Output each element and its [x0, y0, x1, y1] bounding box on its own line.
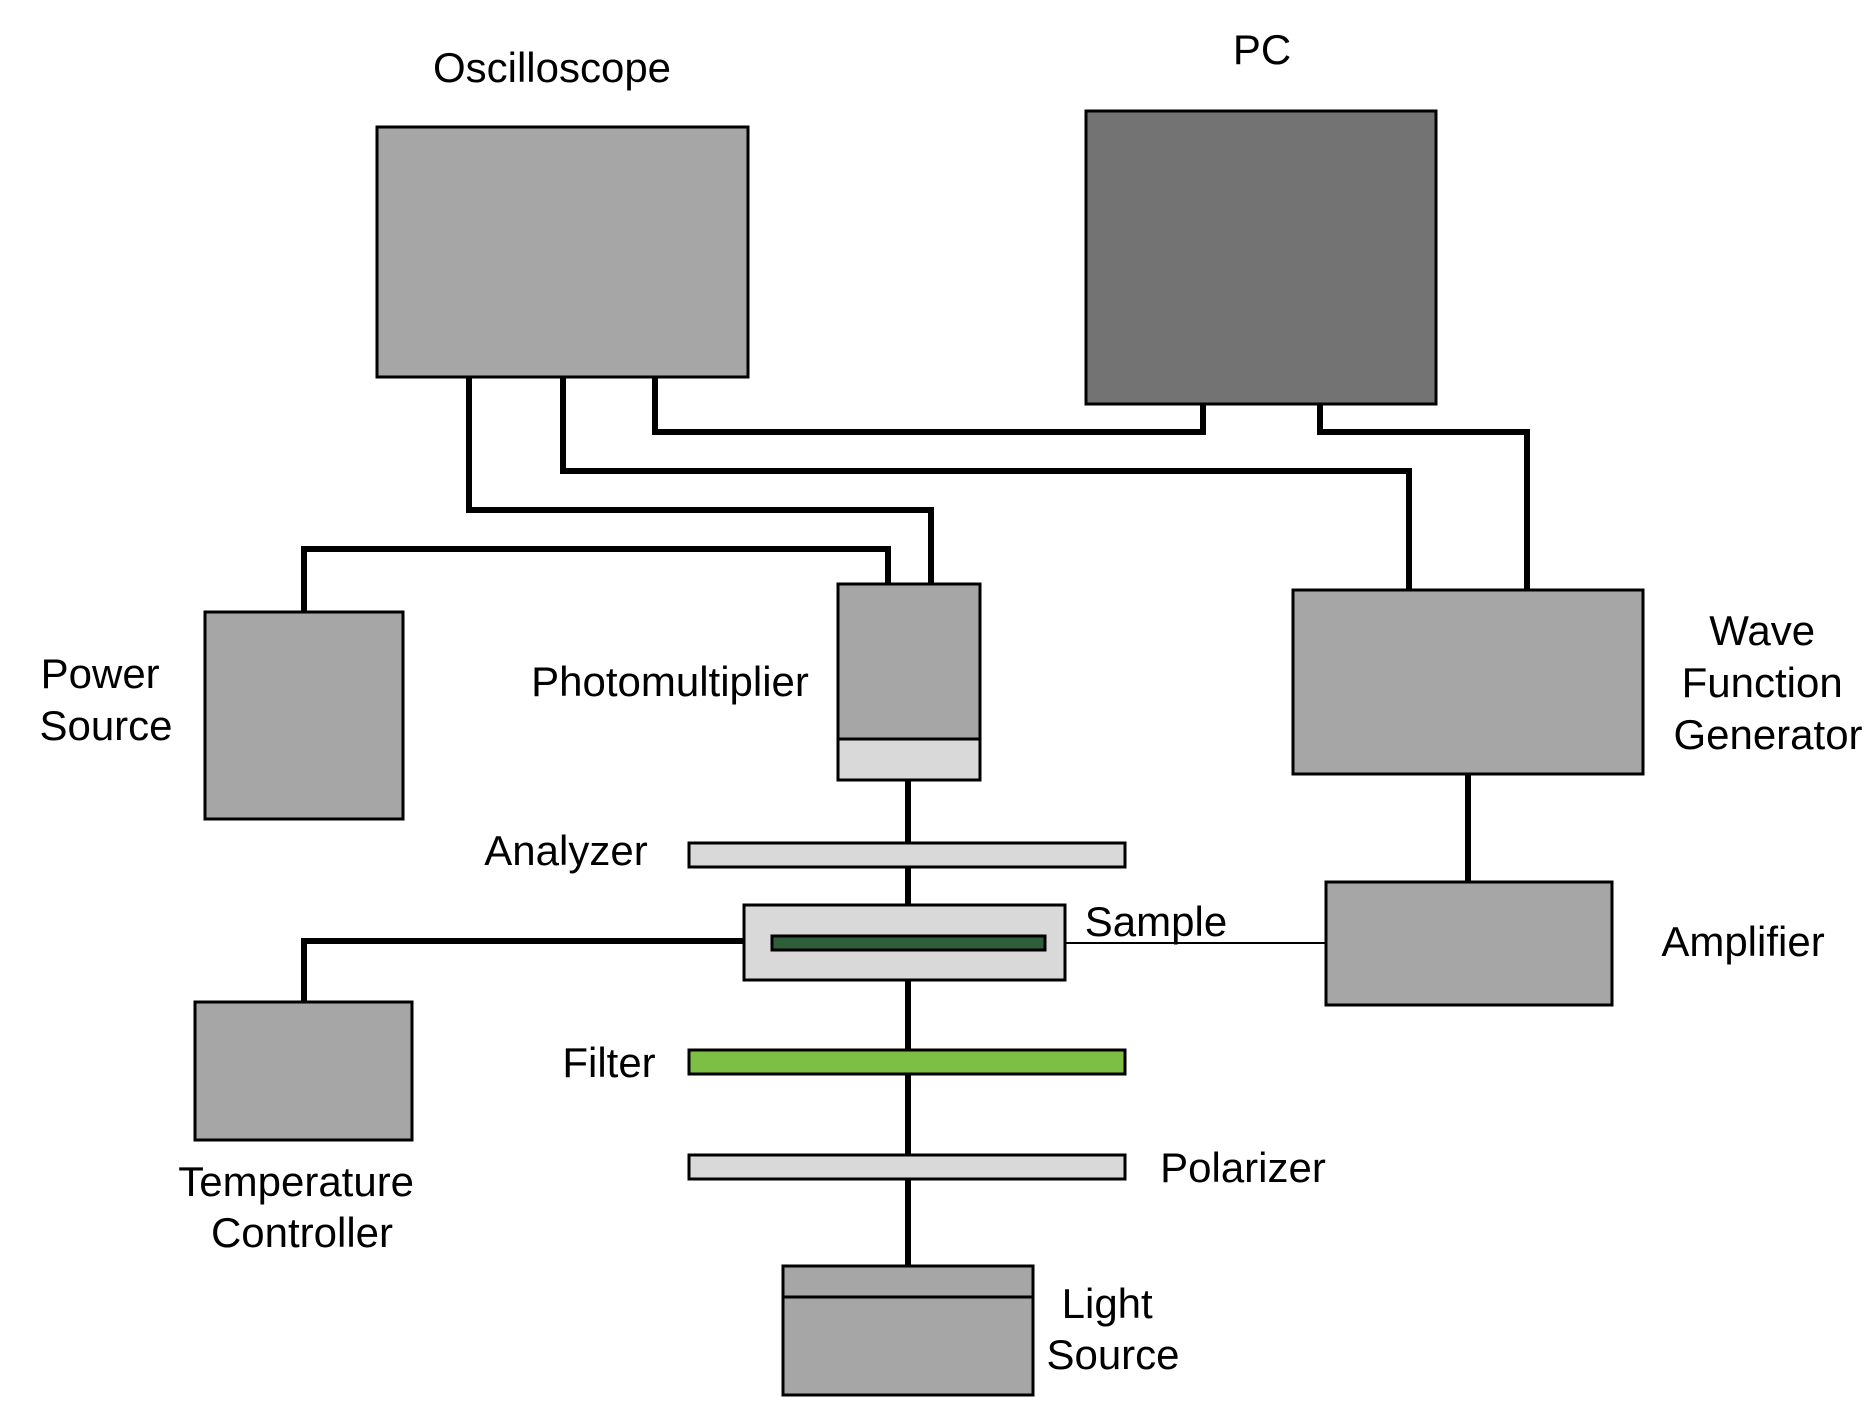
photomultiplier-label: Photomultiplier — [531, 658, 809, 705]
light-source-label-line-1: Light — [1062, 1280, 1153, 1327]
light-source-top — [781, 1264, 1035, 1299]
power-source-label: Power Source — [39, 650, 172, 749]
analyzer-label: Analyzer — [484, 827, 647, 874]
wires — [301, 378, 1530, 1266]
power-source-box — [203, 610, 405, 821]
wave-function-generator-box — [1291, 588, 1645, 776]
wire-oscilloscope-wave-generator — [560, 378, 1412, 590]
filter-label: Filter — [562, 1039, 655, 1086]
photomultiplier-window — [836, 737, 982, 782]
polarizer-label: Polarizer — [1160, 1144, 1326, 1191]
wire-temperature-controller-sample — [301, 938, 744, 1002]
wire-oscilloscope-pc — [652, 378, 1206, 435]
wave-function-generator-label-line-1: Wave — [1709, 607, 1815, 654]
light-source-label-line-2: Source — [1046, 1331, 1179, 1378]
sample-assembly — [742, 903, 1067, 982]
pc-box — [1084, 109, 1438, 406]
temperature-controller-label: Temperature Controller — [178, 1158, 425, 1256]
power-source-label-line-2: Source — [39, 702, 172, 749]
pc-label: PC — [1233, 26, 1291, 73]
wave-function-generator-label: Wave Function Generator — [1673, 607, 1862, 758]
sample-label: Sample — [1085, 898, 1227, 945]
light-source-label: Light Source — [1046, 1280, 1179, 1378]
wire-power-source-photomultiplier — [301, 546, 891, 612]
photomultiplier — [836, 582, 982, 782]
light-source — [781, 1264, 1035, 1397]
sample-plate — [770, 934, 1047, 952]
amplifier-label: Amplifier — [1661, 918, 1824, 965]
temperature-controller-label-line-2: Controller — [211, 1209, 393, 1256]
wire-oscilloscope-photomultiplier — [466, 378, 934, 584]
wave-function-generator-label-line-3: Generator — [1673, 711, 1862, 758]
wire-pc-wave-generator — [1317, 404, 1530, 590]
filter-plate — [687, 1048, 1127, 1076]
oscilloscope-label: Oscilloscope — [433, 44, 671, 91]
oscilloscope-box — [375, 125, 750, 379]
analyzer-plate — [687, 841, 1127, 869]
power-source-label-line-1: Power — [41, 650, 160, 697]
temperature-controller-label-line-1: Temperature — [178, 1158, 414, 1205]
polarizer-plate — [687, 1153, 1127, 1181]
temperature-controller-box — [193, 1000, 414, 1142]
wave-function-generator-label-line-2: Function — [1682, 659, 1843, 706]
amplifier-box — [1324, 880, 1614, 1007]
